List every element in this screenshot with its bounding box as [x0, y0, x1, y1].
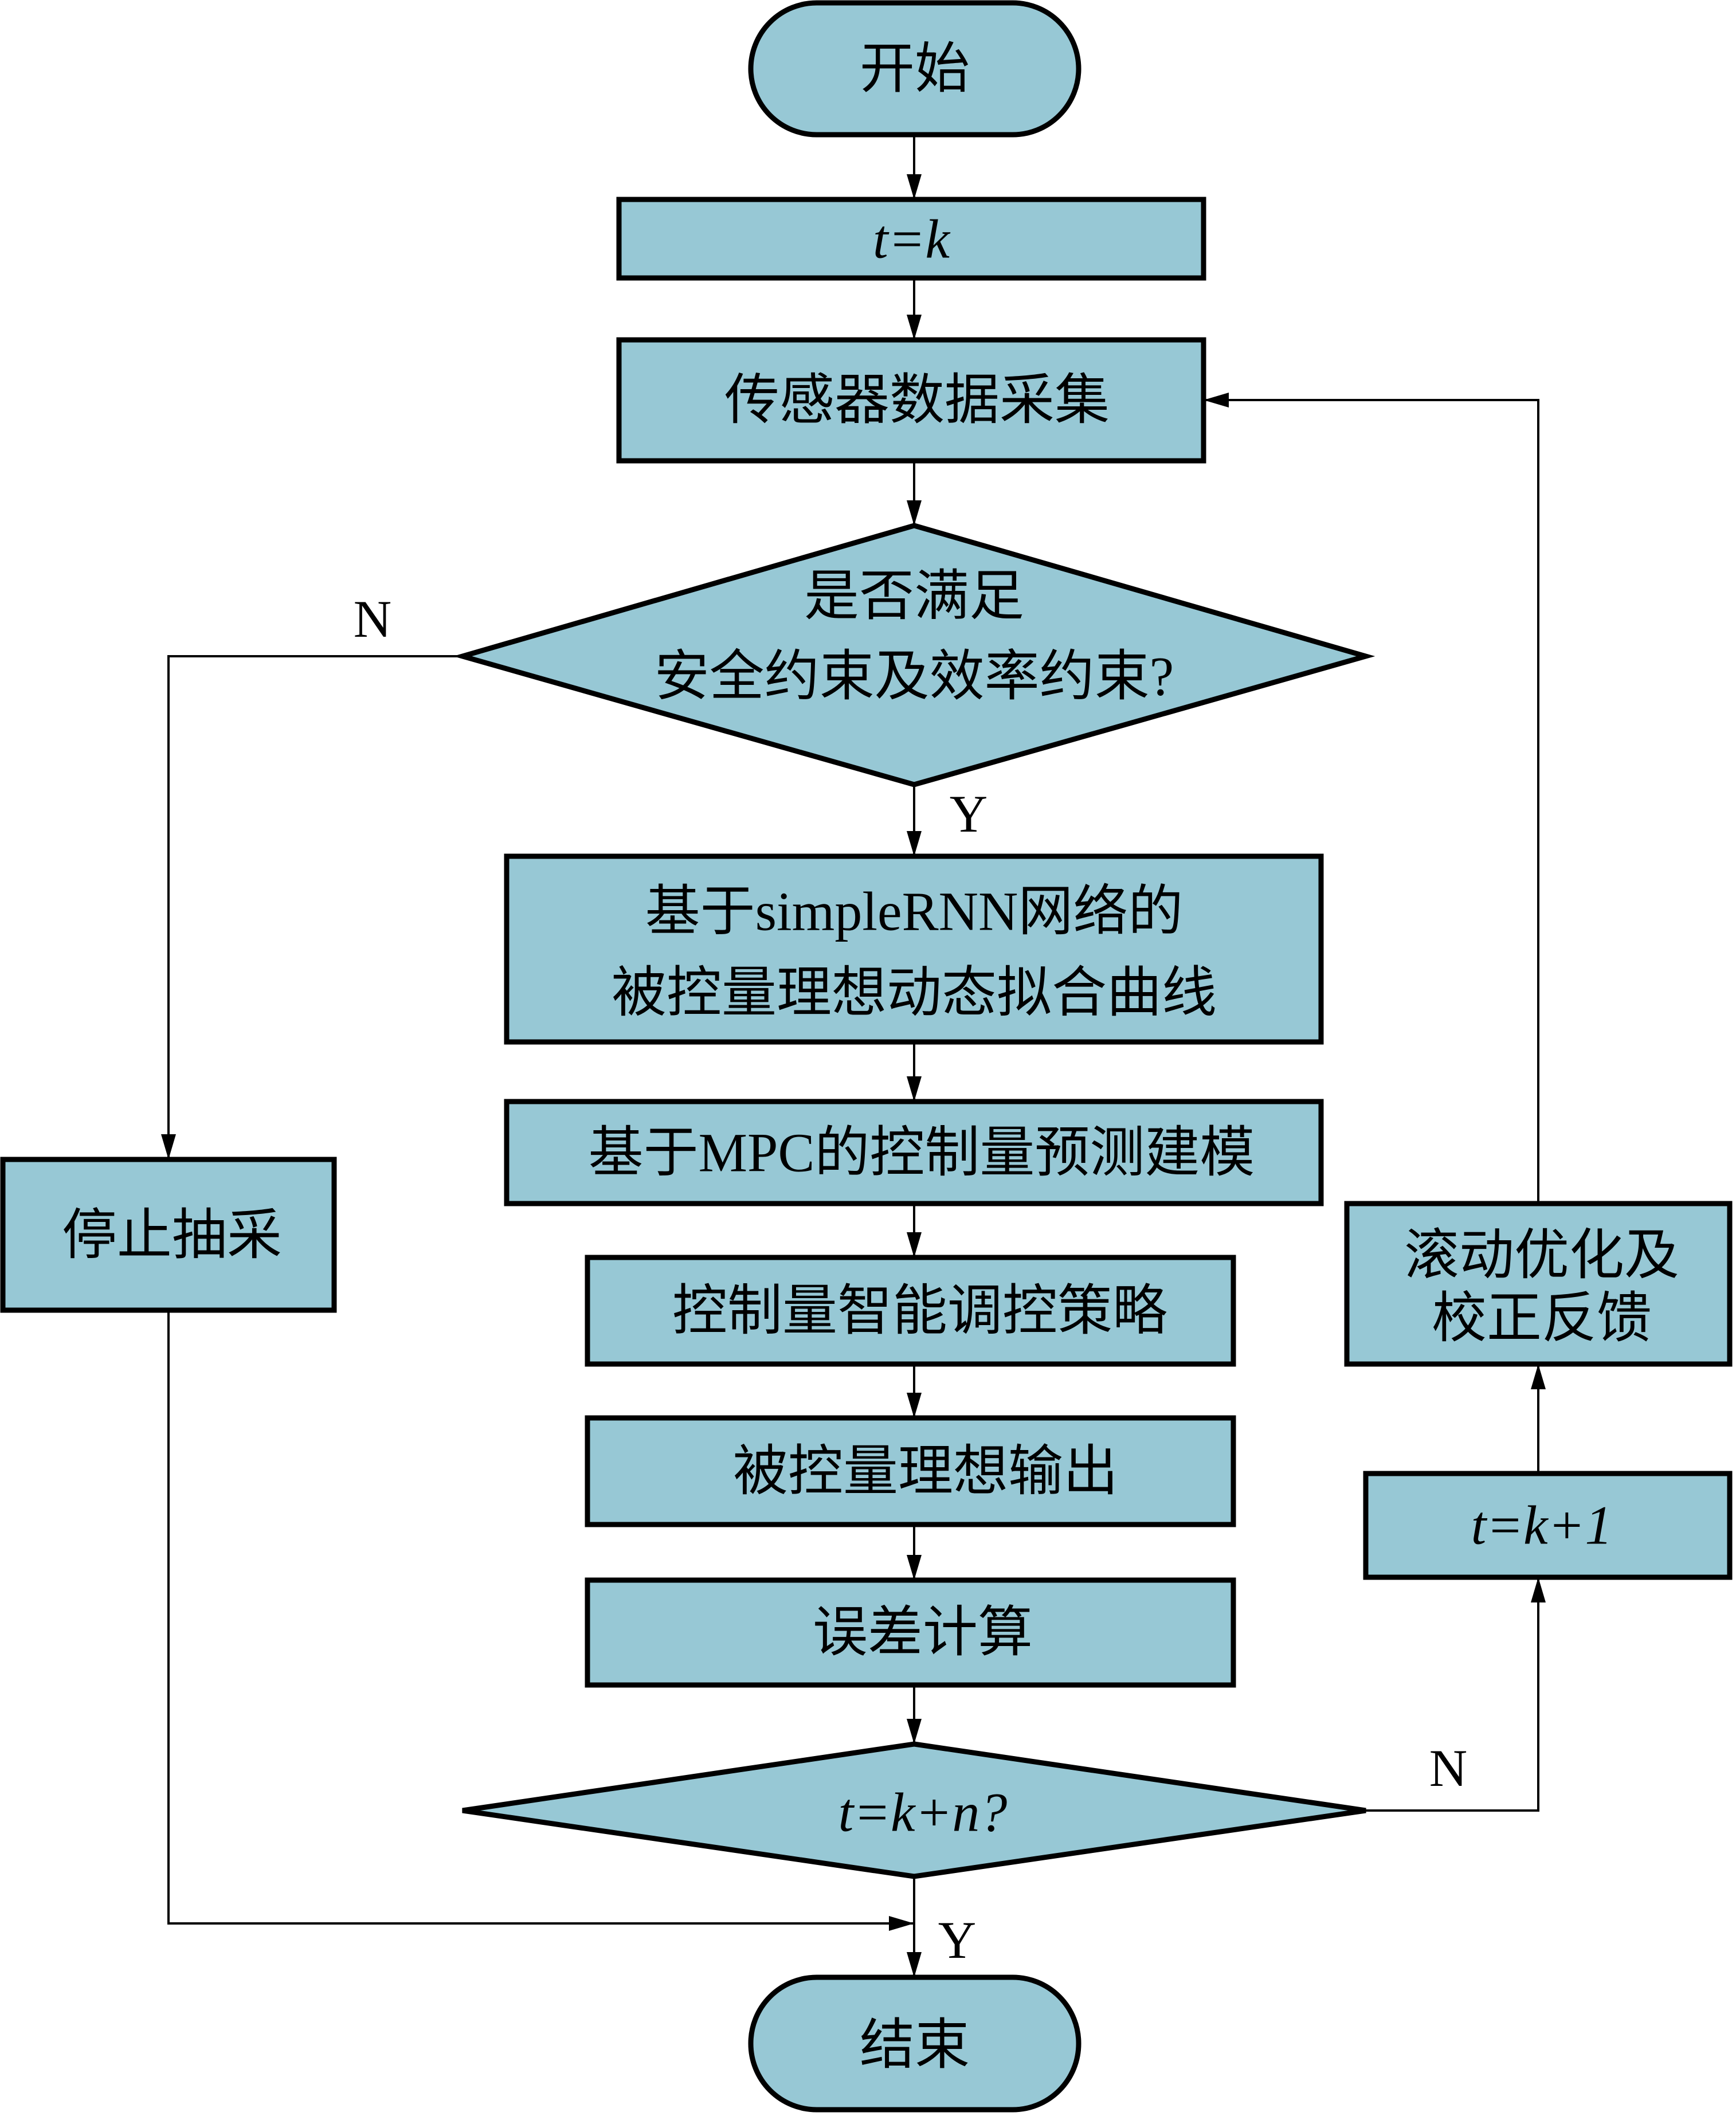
- feedback-label-line1: 滚动优化及: [1404, 1225, 1679, 1286]
- mpc-node: 基于MPC的控制量预测建模: [504, 1099, 1324, 1206]
- edge-decision2-increment: [1366, 1577, 1546, 1812]
- decision1-node: 是否满足 安全约束及效率约束?: [453, 523, 1376, 787]
- feedback-label-line2: 校正反馈: [1432, 1288, 1652, 1349]
- init-node: t=k: [616, 197, 1206, 281]
- increment-label: t=k+1: [1471, 1495, 1613, 1556]
- rnn-label-line2: 被控量理想动态拟合曲线: [612, 962, 1217, 1024]
- end-label: 结束: [860, 2015, 970, 2076]
- decision1-label-line2: 安全约束及效率约束?: [655, 646, 1174, 707]
- ideal-output-node: 被控量理想输出: [585, 1415, 1236, 1527]
- edge-decision1-stop: [161, 655, 463, 1159]
- edge-stop-end: [167, 1310, 914, 1931]
- rnn-node: 基于simpleRNN网络的 被控量理想动态拟合曲线: [504, 853, 1324, 1045]
- decision1-no-label: N: [354, 590, 391, 648]
- error-node: 误差计算: [585, 1577, 1236, 1688]
- connectors: [161, 135, 1546, 1977]
- decision2-no-label: N: [1429, 1739, 1467, 1797]
- sensor-label: 传感器数据采集: [724, 370, 1110, 431]
- init-label: t=k: [873, 209, 951, 270]
- strategy-label: 控制量智能调控策略: [672, 1280, 1167, 1342]
- rnn-label-line1: 基于simpleRNN网络的: [645, 881, 1184, 942]
- stop-node: 停止抽采: [0, 1157, 337, 1313]
- increment-node: t=k+1: [1363, 1471, 1733, 1580]
- strategy-node: 控制量智能调控策略: [585, 1255, 1236, 1367]
- error-label: 误差计算: [813, 1602, 1033, 1663]
- ideal-output-label: 被控量理想输出: [733, 1441, 1118, 1502]
- stop-label: 停止抽采: [62, 1205, 282, 1266]
- decision1-yes-label: Y: [950, 785, 987, 843]
- decision2-label: t=k+n?: [838, 1782, 1008, 1843]
- sensor-node: 传感器数据采集: [616, 337, 1206, 464]
- decision2-node: t=k+n?: [462, 1741, 1366, 1879]
- end-node: 结束: [748, 1974, 1081, 2113]
- start-label: 开始: [860, 38, 970, 100]
- decision1-label-line1: 是否满足: [804, 566, 1024, 627]
- feedback-node: 滚动优化及 校正反馈: [1344, 1201, 1733, 1367]
- mpc-label: 基于MPC的控制量预测建模: [589, 1122, 1255, 1184]
- start-node: 开始: [748, 0, 1081, 138]
- decision2-yes-label: Y: [938, 1911, 976, 1969]
- edge-feedback-sensor: [1204, 393, 1539, 1204]
